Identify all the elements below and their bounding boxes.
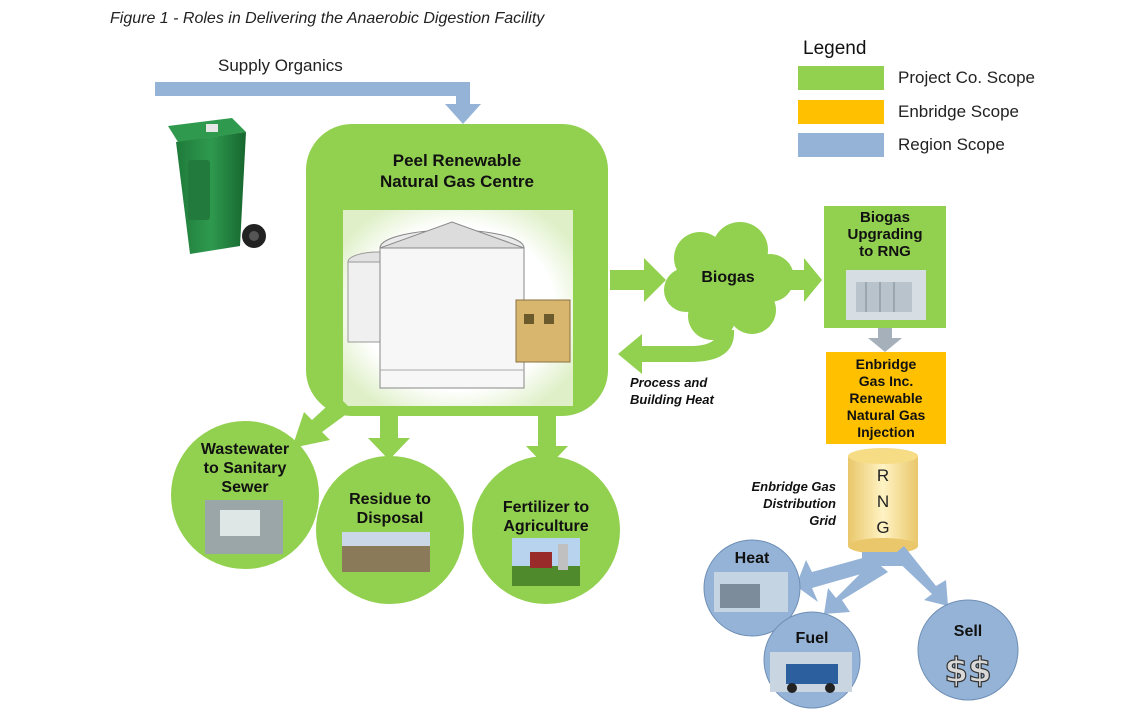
legend-swatch-region [798,133,884,157]
arrow-to-biogas [610,258,666,302]
fertilizer-line1: Fertilizer to [502,499,590,516]
supply-arrow [155,82,481,124]
upgrading-line3: to RNG [859,243,911,260]
grid-line1: Enbridge Gas [751,479,836,494]
sell-circle [917,599,1019,701]
injection-box [826,352,946,444]
process-heat-arrow [618,330,735,374]
process-heat-line2: Building Heat [630,392,714,407]
fertilizer-label: Fertilizer to Agriculture [476,498,616,536]
residue-label: Residue to Disposal [322,490,458,528]
wastewater-label: Wastewater to Sanitary Sewer [175,440,315,497]
arrow-to-upgrading [780,258,822,302]
supply-organics-label: Supply Organics [218,56,343,75]
rng-cylinder [848,448,918,554]
centre-title-line1: Peel Renewable [392,151,522,170]
wastewater-line2: to Sanitary [203,460,287,477]
grid-line2: Distribution [763,496,836,511]
process-heat-label: Process and Building Heat [630,374,714,408]
injection-line2: Gas Inc. [858,373,914,389]
upgrading-line1: Biogas [859,209,910,226]
rng-letter-r: R [876,466,890,485]
green-bin-image [168,118,266,254]
upgrading-label: Biogas Upgrading to RNG [824,209,946,260]
injection-line5: Injection [857,424,915,440]
arrow-to-injection [868,328,902,352]
legend-title: Legend [803,38,867,59]
wastewater-line1: Wastewater [200,441,290,458]
legend-swatch-project [798,66,884,90]
heat-label: Heat [734,550,770,567]
legend-label-enbridge: Enbridge Scope [898,102,1019,121]
sell-label: Sell [953,623,983,640]
biogas-label: Biogas [701,269,755,286]
grid-line3: Grid [809,513,836,528]
injection-line3: Renewable [849,390,923,406]
residue-line1: Residue to [349,491,431,508]
residue-circle [316,456,464,604]
fertilizer-line2: Agriculture [503,518,589,535]
distribution-arrows [796,546,948,614]
legend-swatch-enbridge [798,100,884,124]
figure-title: Figure 1 - Roles in Delivering the Anaer… [110,10,545,27]
injection-line4: Natural Gas [846,407,926,423]
centre-title-line2: Natural Gas Centre [380,172,534,191]
grid-label: Enbridge Gas Distribution Grid [724,478,836,529]
digester-tank-image [347,221,571,389]
fertilizer-circle [472,456,620,604]
wastewater-line3: Sewer [221,479,269,496]
injection-label: Enbridge Gas Inc. Renewable Natural Gas … [826,356,946,441]
legend-label-region: Region Scope [898,135,1005,154]
upgrading-line2: Upgrading [847,226,923,243]
output-arrows [292,396,568,468]
residue-line2: Disposal [356,510,424,527]
fuel-label: Fuel [795,630,829,647]
centre-title: Peel Renewable Natural Gas Centre [306,150,608,192]
process-heat-line1: Process and [630,375,708,390]
rng-letter-n: N [876,492,890,511]
injection-line1: Enbridge [855,356,917,372]
legend-label-project: Project Co. Scope [898,68,1036,87]
dollar-icon: $$ [944,651,991,691]
rng-letter-g: G [876,518,890,537]
